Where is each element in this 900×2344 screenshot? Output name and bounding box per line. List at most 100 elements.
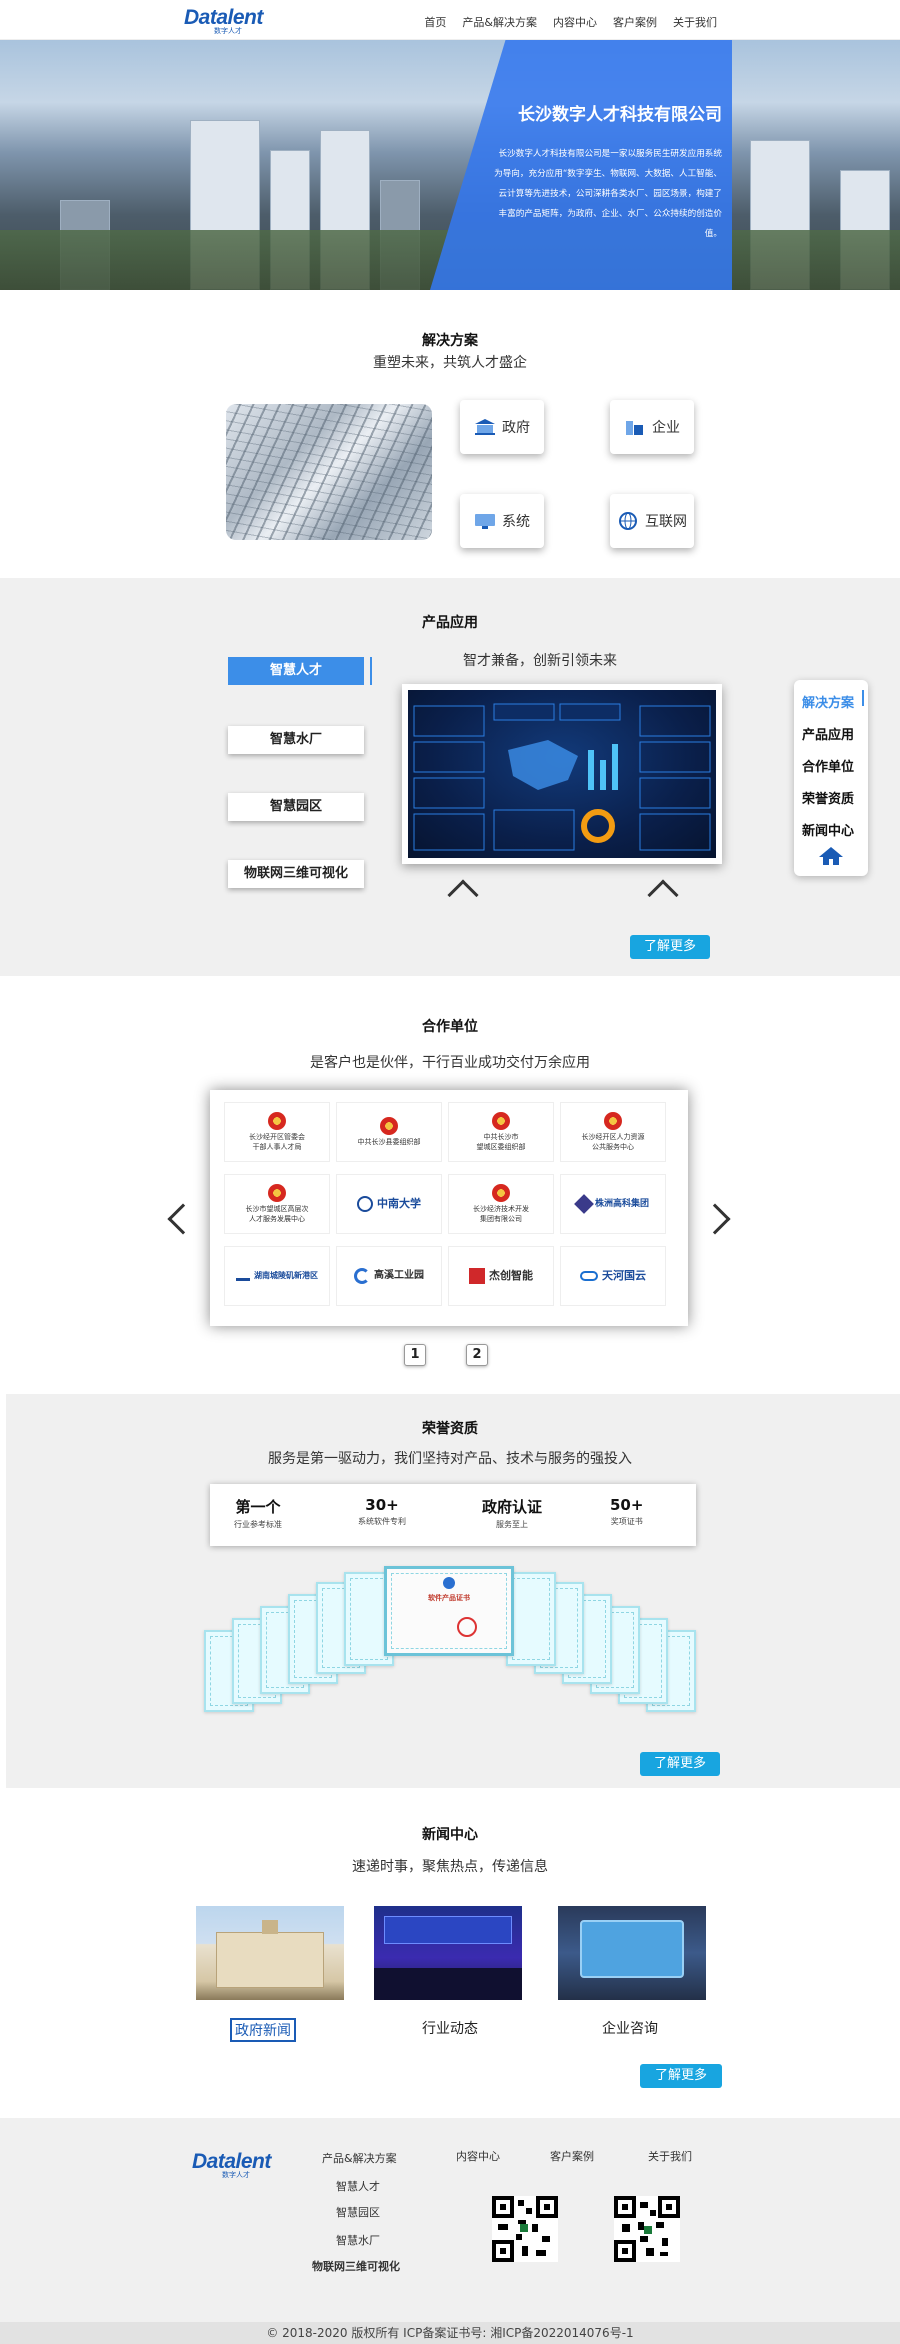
enterprise-icon <box>624 418 646 436</box>
stat-item: 50+奖项证书 <box>610 1496 643 1527</box>
footer-col-cases-title[interactable]: 客户案例 <box>550 2150 594 2163</box>
partner-name: 长沙经开区人力资源 公共服务中心 <box>581 1133 645 1151</box>
nav-content[interactable]: 内容中心 <box>553 16 597 29</box>
hero-title: 长沙数字人才科技有限公司 <box>518 105 722 125</box>
tab-iot-3d-visualization[interactable]: 物联网三维可视化 <box>228 860 364 888</box>
footer-col-products-title: 产品&解决方案 <box>322 2152 397 2165</box>
news-display-screen <box>580 1920 684 1978</box>
sidenav-news[interactable]: 新闻中心 <box>802 824 855 839</box>
solution-system-label: 系统 <box>502 514 530 530</box>
tab-smart-waterworks[interactable]: 智慧水厂 <box>228 726 364 754</box>
tab-smart-talent[interactable]: 智慧人才 <box>228 657 372 685</box>
partner-cell[interactable]: 中南大学 <box>336 1174 442 1234</box>
sidenav-products[interactable]: 产品应用 <box>802 728 855 743</box>
nav-products[interactable]: 产品&解决方案 <box>462 16 537 29</box>
partner-cell[interactable]: 中共长沙市 望城区委组织部 <box>448 1102 554 1162</box>
logo-text: Datalent <box>184 6 263 29</box>
partners-page-1[interactable]: 1 <box>404 1344 426 1366</box>
nav-about[interactable]: 关于我们 <box>673 16 717 29</box>
footer-col-content-title[interactable]: 内容中心 <box>456 2150 500 2163</box>
home-icon[interactable] <box>818 846 844 866</box>
solution-enterprise-card[interactable]: 企业 <box>610 400 694 454</box>
government-icon <box>474 418 496 436</box>
system-icon <box>474 512 496 530</box>
stat-value: 30+ <box>365 1496 399 1514</box>
certificate-title: 软件产品证书 <box>428 1594 470 1602</box>
partners-next-arrow-icon[interactable] <box>699 1203 731 1235</box>
footer-link-smart-waterworks[interactable]: 智慧水厂 <box>336 2234 380 2247</box>
partners-page-2[interactable]: 2 <box>466 1344 488 1366</box>
honors-title: 荣誉资质 <box>422 1421 478 1437</box>
university-logo-icon <box>357 1196 373 1212</box>
partner-cell[interactable]: 中共长沙县委组织部 <box>336 1102 442 1162</box>
news-more-button[interactable]: 了解更多 <box>640 2064 722 2088</box>
partner-name: 长沙市望城区高层次 人才服务发展中心 <box>245 1205 309 1223</box>
partner-name: 湖南城陵矶新港区 <box>254 1271 318 1280</box>
tab-smart-park[interactable]: 智慧园区 <box>228 793 364 821</box>
partner-cell[interactable]: 长沙市望城区高层次 人才服务发展中心 <box>224 1174 330 1234</box>
certificate-emblem-icon <box>443 1577 455 1589</box>
partner-name: 长沙经开区管委会 干部人事人才局 <box>249 1133 305 1151</box>
partners-prev-arrow-icon[interactable] <box>167 1203 199 1235</box>
qr-code-image <box>492 2196 558 2262</box>
cloud-logo-icon <box>580 1271 598 1281</box>
partners-title: 合作单位 <box>422 1019 478 1035</box>
stat-label: 服务至上 <box>496 1520 528 1529</box>
partner-cell[interactable]: 长沙经济技术开发 集团有限公司 <box>448 1174 554 1234</box>
solution-government-card[interactable]: 政府 <box>460 400 544 454</box>
partner-cell[interactable]: 株洲高科集团 <box>560 1174 666 1234</box>
partner-cell[interactable]: 湖南城陵矶新港区 <box>224 1246 330 1306</box>
honors-stats-bar: 第一个行业参考标准 30+系统软件专利 政府认证服务至上 50+奖项证书 <box>210 1484 696 1546</box>
footer-col-about-title[interactable]: 关于我们 <box>648 2150 692 2163</box>
certificate-seal-icon <box>457 1617 477 1637</box>
group-logo-icon <box>574 1194 594 1214</box>
partner-name: 中共长沙县委组织部 <box>357 1138 421 1146</box>
news-image-government[interactable] <box>196 1906 344 2000</box>
news-tab-government[interactable]: 政府新闻 <box>230 2018 296 2042</box>
footer-logo[interactable]: Datalent 数字人才 <box>192 2150 271 2180</box>
partner-cell[interactable]: 杰创智能 <box>448 1246 554 1306</box>
partner-name: 天河国云 <box>602 1269 646 1282</box>
stat-value: 第一个 <box>235 1498 281 1516</box>
national-emblem-icon <box>380 1117 398 1135</box>
certificate-main: 软件产品证书 <box>384 1566 514 1656</box>
solutions-subtitle: 重塑未来，共筑人才盛企 <box>373 355 527 371</box>
nav-cases[interactable]: 客户案例 <box>613 16 657 29</box>
solution-government-label: 政府 <box>502 420 530 436</box>
stat-label: 奖项证书 <box>610 1517 643 1526</box>
partner-cell[interactable]: 高溪工业园 <box>336 1246 442 1306</box>
solution-system-card[interactable]: 系统 <box>460 494 544 548</box>
partners-grid: 长沙经开区管委会 干部人事人才局 中共长沙县委组织部 中共长沙市 望城区委组织部… <box>210 1090 688 1326</box>
products-more-button[interactable]: 了解更多 <box>630 935 710 959</box>
site-footer: Datalent 数字人才 产品&解决方案 智慧人才 智慧园区 智慧水厂 物联网… <box>0 2118 900 2322</box>
news-image-industry[interactable] <box>374 1906 522 2000</box>
partner-cell[interactable]: 长沙经开区管委会 干部人事人才局 <box>224 1102 330 1162</box>
partner-name: 长沙经济技术开发 集团有限公司 <box>473 1205 529 1223</box>
solution-internet-card[interactable]: 互联网 <box>610 494 694 548</box>
product-dashboard-image <box>402 684 722 864</box>
solution-internet-label: 互联网 <box>645 514 687 530</box>
sidenav-honors[interactable]: 荣誉资质 <box>802 792 855 807</box>
news-tab-enterprise[interactable]: 企业咨询 <box>602 2021 658 2037</box>
news-image-enterprise[interactable] <box>558 1906 706 2000</box>
logo-subtext: 数字人才 <box>214 27 242 35</box>
partner-cell[interactable]: 天河国云 <box>560 1246 666 1306</box>
hero-desc: 长沙数字人才科技有限公司是一家以服务民生研发应用系统为导向，充分应用“数字孪生、… <box>494 149 722 239</box>
footer-link-iot-3d[interactable]: 物联网三维可视化 <box>312 2260 400 2273</box>
news-subtitle: 速递时事，聚焦热点，传递信息 <box>352 1859 548 1875</box>
news-tab-industry[interactable]: 行业动态 <box>422 2021 478 2037</box>
footer-link-smart-talent[interactable]: 智慧人才 <box>336 2180 380 2193</box>
honors-more-button[interactable]: 了解更多 <box>640 1752 720 1776</box>
partner-name: 高溪工业园 <box>374 1270 424 1281</box>
footer-link-smart-park[interactable]: 智慧园区 <box>336 2206 380 2219</box>
nav-home[interactable]: 首页 <box>424 16 447 29</box>
jiechuang-logo-icon <box>469 1268 485 1284</box>
logo[interactable]: Datalent 数字人才 <box>184 6 263 36</box>
copyright-bar: © 2018-2020 版权所有 ICP备案证书号: 湘ICP备20220140… <box>0 2322 900 2344</box>
sidenav-solutions[interactable]: 解决方案 <box>802 696 855 711</box>
partner-cell[interactable]: 长沙经开区人力资源 公共服务中心 <box>560 1102 666 1162</box>
solution-enterprise-label: 企业 <box>652 420 680 436</box>
stat-item: 30+系统软件专利 <box>358 1496 406 1527</box>
sidenav-partners[interactable]: 合作单位 <box>802 760 855 775</box>
